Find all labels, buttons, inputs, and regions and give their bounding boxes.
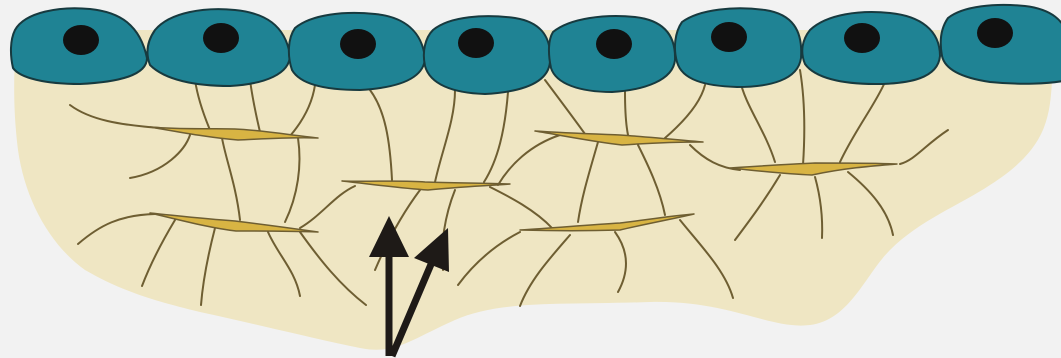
nucleus (596, 29, 632, 59)
epithelial-cell (424, 16, 550, 94)
nucleus (63, 25, 99, 55)
nucleus (203, 23, 239, 53)
nucleus (844, 23, 880, 53)
nucleus (711, 22, 747, 52)
nucleus (340, 29, 376, 59)
nucleus (977, 18, 1013, 48)
nucleus (458, 28, 494, 58)
